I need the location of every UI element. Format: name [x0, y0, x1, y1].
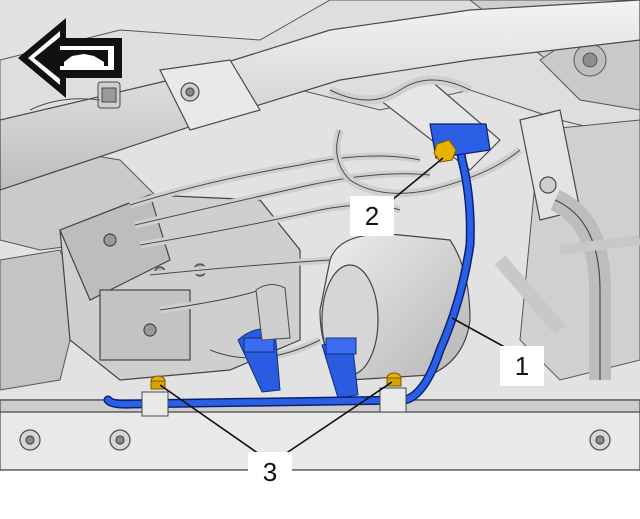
leader-line-3-left [159, 384, 263, 457]
callout-label-1: 1 [514, 351, 530, 381]
leader-line-2 [391, 157, 444, 201]
lower-crossmember [0, 399, 640, 519]
leader-line-3-right [281, 381, 393, 457]
wiring-connector [29, 81, 121, 111]
fastener-item-2 [433, 139, 457, 163]
fastener-item-3-left [150, 375, 166, 390]
upper-crossmember [0, 0, 640, 221]
leader-line-1 [451, 317, 511, 351]
callout-2: 2 [350, 196, 394, 236]
callout-label-2: 2 [364, 201, 380, 231]
pipe-clips [141, 387, 407, 417]
arrow-left-car-icon [18, 18, 122, 98]
callout-3: 3 [248, 452, 292, 492]
callout-label-3: 3 [262, 457, 278, 487]
callout-1: 1 [500, 346, 544, 386]
fastener-item-3-right [386, 372, 402, 387]
hose-caps [237, 284, 359, 399]
brake-lines [128, 75, 523, 362]
highlighted-pipe [103, 123, 491, 409]
coolant-hoses [494, 189, 640, 380]
leader-lines [159, 157, 511, 457]
